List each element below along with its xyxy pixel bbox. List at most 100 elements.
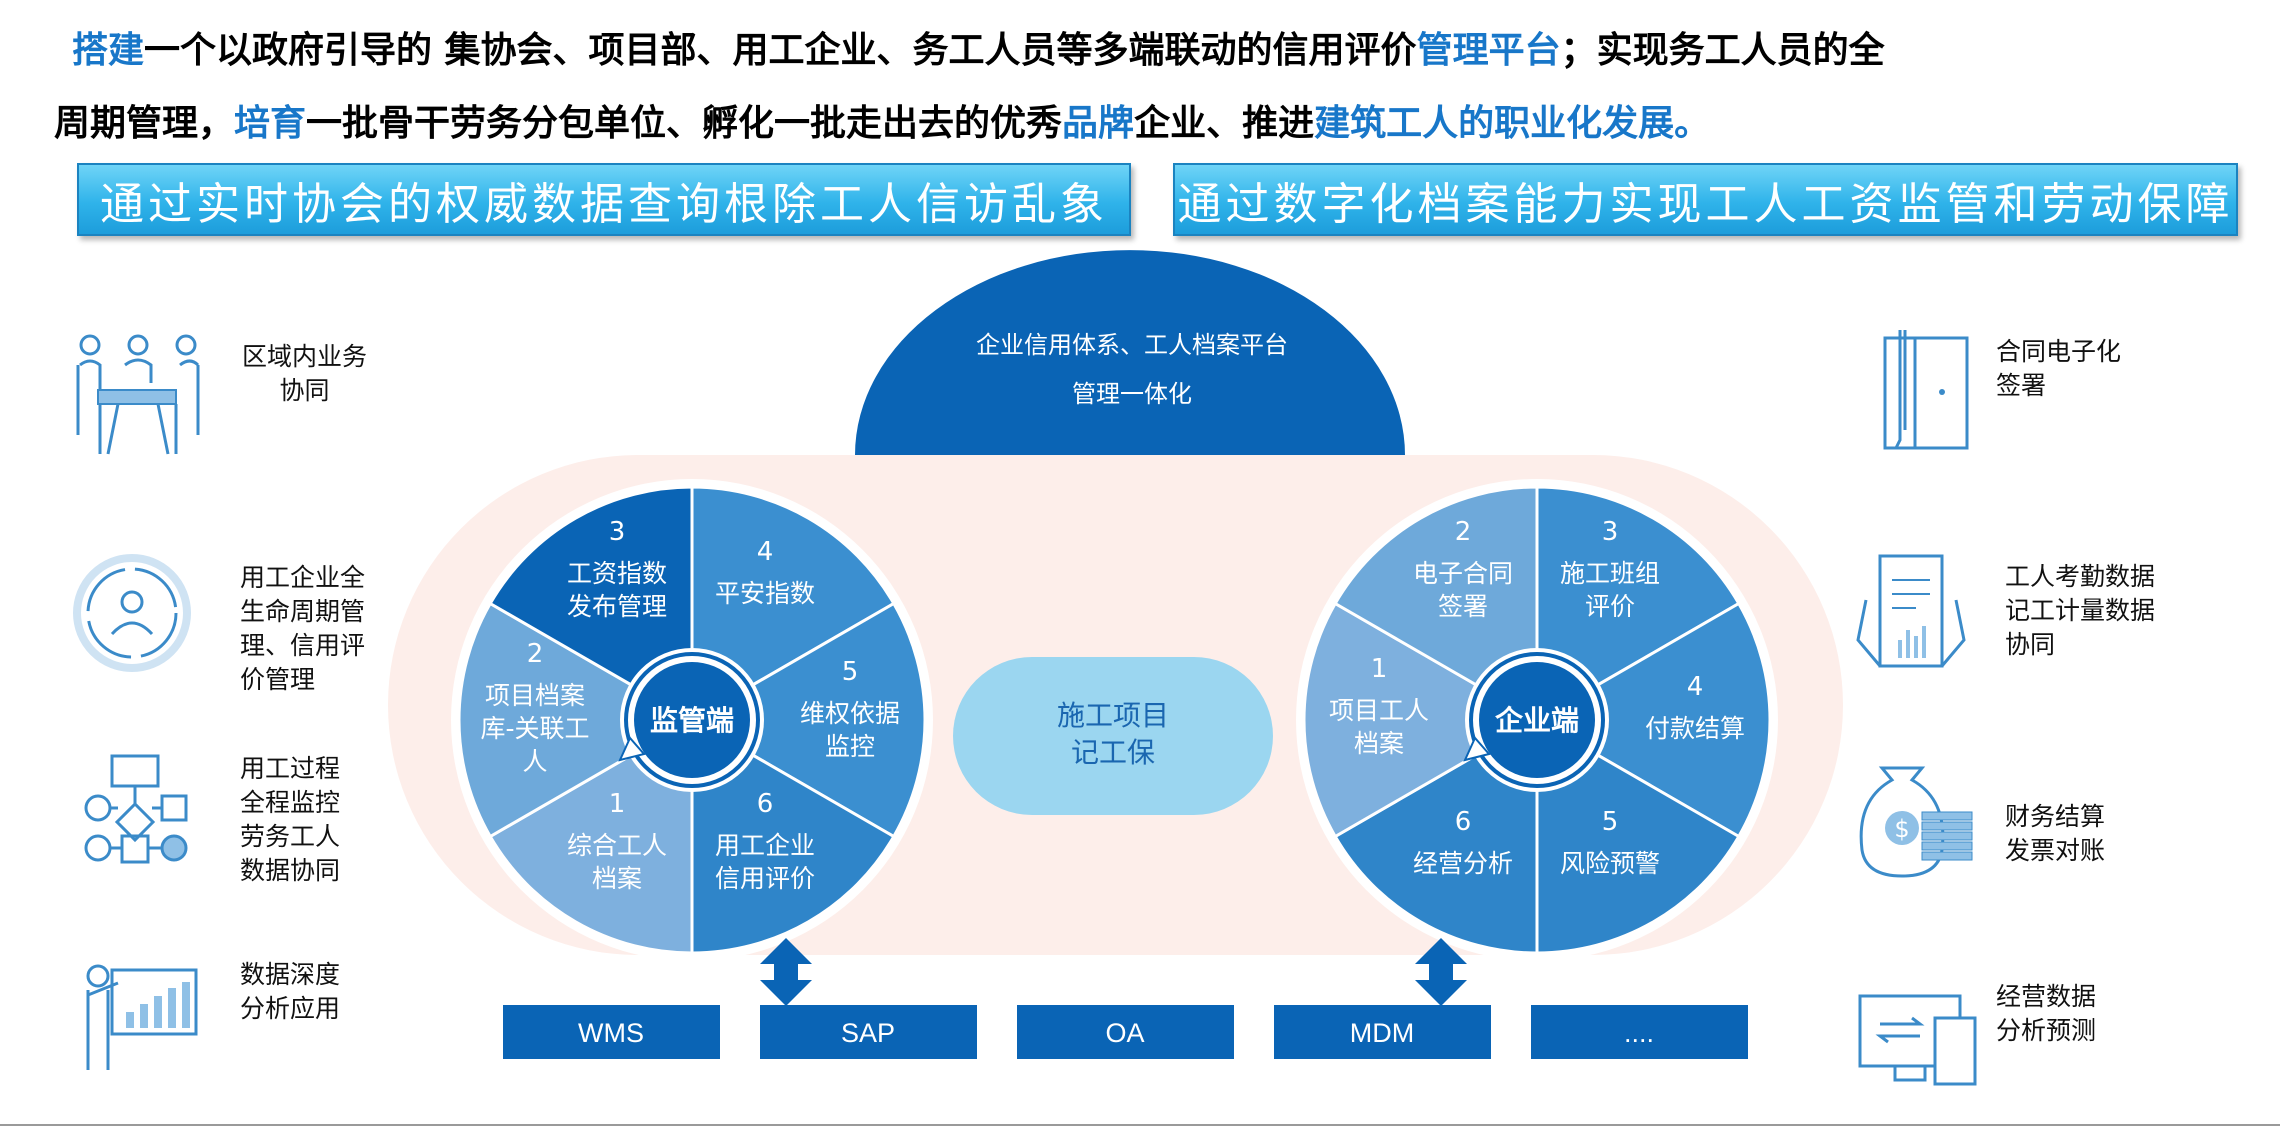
- feature-meeting-people: 区域内业务协同: [242, 340, 367, 408]
- dome-line-1: 企业信用体系、工人档案平台: [976, 331, 1288, 359]
- segment-label: 档案: [592, 864, 642, 893]
- segment-label: 维权依据: [800, 699, 900, 728]
- segment-number: 6: [1455, 807, 1472, 837]
- feature-process-flow: 用工过程全程监控劳务工人数据协同: [240, 752, 340, 888]
- system-box-2: [1017, 1005, 1234, 1059]
- feature-line: 用工企业全: [240, 563, 366, 592]
- system-label: MDM: [1350, 1018, 1414, 1048]
- feature-line: 分析预测: [1996, 1016, 2097, 1045]
- feature-line: 全程监控: [240, 788, 341, 817]
- intro-line-1: 搭建一个以政府引导的 集协会、项目部、用工企业、务工人员等多端联动的信用评价管理…: [72, 14, 2212, 87]
- segment-label: 付款结算: [1645, 714, 1745, 743]
- wheel-segment-4: [690, 485, 896, 723]
- feature-line: 理、信用评: [240, 631, 366, 660]
- svg-text:$: $: [1894, 815, 1909, 843]
- feature-user-lifecycle: 用工企业全生命周期管理、信用评价管理: [240, 561, 365, 697]
- wheel-segment-2: [457, 601, 696, 839]
- wheel-segment-3: [1535, 485, 1741, 723]
- segment-label: 评价: [1585, 592, 1635, 621]
- system-box-1: [760, 1005, 977, 1059]
- intro-segment: 一批骨干劳务分包单位、孵化一批走出去的优秀: [306, 103, 1063, 144]
- segment-label: 平安指数: [715, 579, 815, 608]
- hub-core: [1479, 662, 1595, 778]
- segment-number: 4: [757, 537, 774, 567]
- supervision-wheel: 4平安指数5维权依据监控6用工企业信用评价1综合工人档案2项目档案库-关联工人3…: [451, 479, 933, 961]
- wheel-segment-5: [688, 601, 927, 839]
- hub-ring-inner: [624, 652, 760, 788]
- feature-line: 财务结算: [2005, 802, 2106, 831]
- feature-line: 工人考勤数据: [2005, 562, 2156, 591]
- segment-number: 3: [1602, 517, 1619, 547]
- feature-attendance-tablet: 工人考勤数据记工计量数据协同: [2005, 560, 2155, 662]
- cycle-arrow-icon: [1463, 736, 1491, 762]
- feature-presentation-chart: 数据深度分析应用: [240, 958, 340, 1026]
- dome-line-2: 管理一体化: [1072, 380, 1192, 408]
- feature-line: 生命周期管: [240, 597, 366, 626]
- feature-line: 合同电子化: [1996, 337, 2122, 366]
- feature-line: 区域内业务: [242, 342, 368, 371]
- system-box-0: [503, 1005, 720, 1059]
- intro-segment: ；实现务工人员的全: [1560, 30, 1885, 71]
- feature-line: 价管理: [240, 665, 316, 694]
- intro-segment: 一个以政府引导的 集协会、项目部、用工企业、务工人员等多端联动的信用评价: [144, 30, 1417, 71]
- feature-money-bag: 财务结算发票对账: [2005, 800, 2105, 868]
- devices-sync-icon: [1858, 994, 1977, 1086]
- system-label: WMS: [578, 1018, 644, 1048]
- segment-label: 用工企业: [715, 831, 815, 860]
- segment-label: 电子合同: [1413, 559, 1513, 588]
- wheel-segment-2: [1333, 485, 1539, 723]
- left-double-arrow: [760, 938, 812, 1006]
- contract-pen-icon: [1883, 330, 1969, 450]
- segment-label: 发布管理: [567, 592, 667, 621]
- attendance-tablet-icon: [1856, 554, 1966, 668]
- feature-line: 数据协同: [240, 856, 341, 885]
- segment-label: 人: [522, 747, 547, 776]
- intro-text: 搭建一个以政府引导的 集协会、项目部、用工企业、务工人员等多端联动的信用评价管理…: [54, 14, 2212, 160]
- hub-core: [634, 662, 750, 778]
- segment-label: 监控: [825, 732, 875, 761]
- segment-number: 2: [1455, 517, 1472, 547]
- user-lifecycle-icon: [73, 554, 191, 672]
- segment-label: 综合工人: [567, 831, 667, 860]
- segment-label: 项目档案: [485, 681, 585, 710]
- meeting-people-icon: [76, 334, 200, 455]
- system-label: OA: [1105, 1018, 1144, 1048]
- intro-line-2: 周期管理，培育一批骨干劳务分包单位、孵化一批走出去的优秀品牌企业、推进建筑工人的…: [54, 87, 2212, 160]
- intro-segment: 周期管理，: [54, 103, 235, 144]
- right-double-arrow: [1415, 938, 1467, 1006]
- wheel-segment-1: [488, 717, 694, 955]
- center-pill: [953, 657, 1273, 815]
- segment-label: 项目工人: [1329, 696, 1429, 725]
- bottom-border: [0, 1124, 2280, 1126]
- feature-line: 协同: [279, 376, 330, 405]
- segment-label: 风险预警: [1560, 849, 1660, 878]
- intro-segment: 建筑工人的职业化发展。: [1314, 103, 1711, 144]
- segment-number: 1: [1371, 654, 1388, 684]
- feature-line: 分析应用: [240, 994, 341, 1023]
- segment-label: 工资指数: [567, 559, 667, 588]
- hub-label: 企业端: [1495, 704, 1579, 737]
- system-box-4: [1531, 1005, 1748, 1059]
- feature-contract-pen: 合同电子化签署: [1996, 335, 2121, 403]
- wheel-segment-1: [1302, 601, 1540, 839]
- intro-segment: 培育: [234, 103, 307, 144]
- feature-line: 数据深度: [240, 960, 341, 989]
- system-label: SAP: [841, 1018, 895, 1048]
- feature-line: 劳务工人: [240, 822, 341, 851]
- center-pill-line-2: 记工保: [1071, 736, 1155, 769]
- hub-label: 监管端: [650, 704, 734, 737]
- feature-line: 签署: [1996, 371, 2047, 400]
- wheel-segment-6: [690, 717, 896, 955]
- segment-label: 库-关联工: [480, 714, 589, 743]
- feature-line: 协同: [2005, 630, 2056, 659]
- segment-label: 档案: [1354, 729, 1404, 758]
- intro-segment: 搭建: [72, 30, 145, 71]
- wheel-segment-6: [1333, 717, 1539, 955]
- segment-label: 签署: [1438, 592, 1488, 621]
- cycle-arrow-icon: [618, 736, 646, 762]
- segment-number: 3: [609, 517, 626, 547]
- intro-segment: 企业、推进: [1134, 103, 1315, 144]
- top-dome: [855, 250, 1405, 455]
